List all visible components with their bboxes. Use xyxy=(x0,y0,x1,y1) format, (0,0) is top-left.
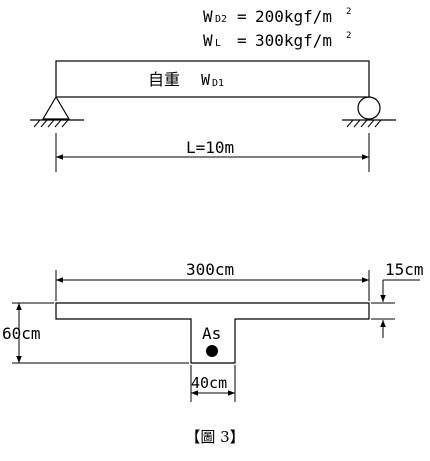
web-width-dimension: 40cm xyxy=(190,365,236,402)
caption-bracket-right: 】 xyxy=(229,428,245,446)
self-weight-label: 自重 W D1 xyxy=(148,70,224,89)
caption-text: 圖 3 xyxy=(200,428,230,446)
flange-width-label: 300cm xyxy=(186,260,234,279)
caption-bracket-left: 【 xyxy=(185,428,201,446)
beam-body xyxy=(55,60,370,98)
total-depth-label: 60cm xyxy=(2,324,41,343)
figure-caption: 【圖 3】 xyxy=(0,426,430,447)
svg-text:=: = xyxy=(237,7,247,26)
svg-text:2: 2 xyxy=(346,7,351,17)
flange-thickness-label: 15cm xyxy=(385,260,424,279)
flange-width-dimension: 300cm xyxy=(55,260,370,301)
svg-text:300kgf/m: 300kgf/m xyxy=(255,31,332,50)
load-wl-label: W L = 300kgf/m 2 xyxy=(203,31,351,50)
svg-text:W: W xyxy=(203,7,213,26)
svg-text:2: 2 xyxy=(346,31,351,41)
svg-text:D2: D2 xyxy=(215,14,227,25)
steel-label: As xyxy=(202,324,221,343)
span-dimension: L=10m xyxy=(55,133,370,172)
svg-text:D1: D1 xyxy=(212,78,224,89)
load-wd2-label: W D2 = 200kgf/m 2 xyxy=(203,7,351,26)
steel-bar xyxy=(206,345,218,357)
flange-thickness-dimension: 15cm xyxy=(371,260,424,338)
svg-text:=: = xyxy=(237,31,247,50)
web-width-label: 40cm xyxy=(191,374,227,392)
total-depth-dimension: 60cm xyxy=(2,302,189,364)
svg-text:W: W xyxy=(201,71,211,89)
svg-text:自重: 自重 xyxy=(148,70,180,89)
svg-text:L: L xyxy=(215,38,221,49)
t-section-outline xyxy=(55,302,370,364)
svg-text:W: W xyxy=(203,31,213,50)
pin-support xyxy=(30,95,84,128)
svg-text:200kgf/m: 200kgf/m xyxy=(255,7,332,26)
span-label: L=10m xyxy=(186,138,234,157)
roller-support xyxy=(342,96,396,128)
